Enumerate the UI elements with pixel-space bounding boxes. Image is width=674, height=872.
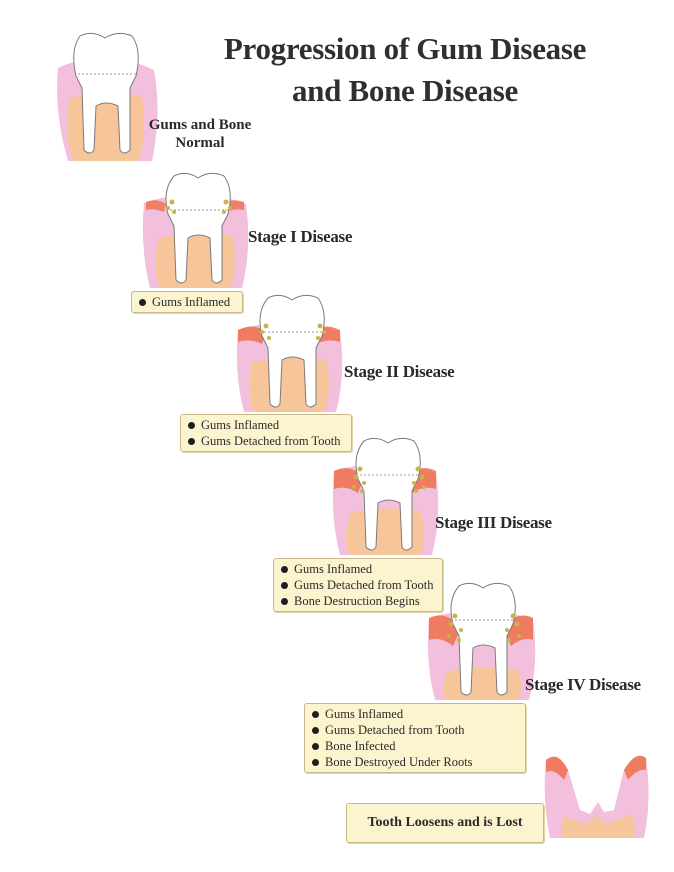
normal-label-line-1: Gums and Bone: [140, 116, 260, 134]
stage-4-symptom: Gums Inflamed: [311, 706, 519, 722]
stage-3-symptom: Gums Detached from Tooth: [280, 577, 436, 593]
normal-label-line-2: Normal: [140, 134, 260, 152]
stage-4-label: Stage IV Disease: [525, 675, 641, 695]
stage-3-symptoms-box: Gums Inflamed Gums Detached from Tooth B…: [273, 558, 443, 612]
stage-3-symptom: Gums Inflamed: [280, 561, 436, 577]
stage-3-tooth-illustration: [328, 435, 443, 557]
stage-2-symptoms-box: Gums Inflamed Gums Detached from Tooth: [180, 414, 352, 452]
stage-3-label: Stage III Disease: [435, 513, 552, 533]
stage-2-symptom: Gums Inflamed: [187, 417, 345, 433]
stage-2-label: Stage II Disease: [344, 362, 454, 382]
stage-1-symptoms-box: Gums Inflamed: [131, 291, 243, 313]
normal-label: Gums and Bone Normal: [140, 116, 260, 152]
stage-4-symptom: Bone Infected: [311, 738, 519, 754]
stage-4-symptom: Bone Destroyed Under Roots: [311, 754, 519, 770]
tooth-lost-label: Tooth Loosens and is Lost: [367, 815, 522, 831]
stage-4-symptom: Gums Detached from Tooth: [311, 722, 519, 738]
tooth-lost-box: Tooth Loosens and is Lost: [346, 803, 544, 843]
lost-tooth-illustration: [540, 740, 652, 840]
stage-1-tooth-illustration: [138, 168, 253, 290]
stage-4-tooth-illustration: [423, 580, 541, 702]
title-line-1: Progression of Gum Disease: [190, 28, 620, 70]
stage-4-symptoms-box: Gums Inflamed Gums Detached from Tooth B…: [304, 703, 526, 773]
stage-3-symptom: Bone Destruction Begins: [280, 593, 436, 609]
title-line-2: and Bone Disease: [190, 70, 620, 112]
stage-1-symptom: Gums Inflamed: [138, 294, 236, 310]
stage-2-tooth-illustration: [232, 292, 347, 414]
page-title: Progression of Gum Disease and Bone Dise…: [190, 28, 620, 112]
stage-1-label: Stage I Disease: [248, 227, 352, 247]
stage-2-symptom: Gums Detached from Tooth: [187, 433, 345, 449]
